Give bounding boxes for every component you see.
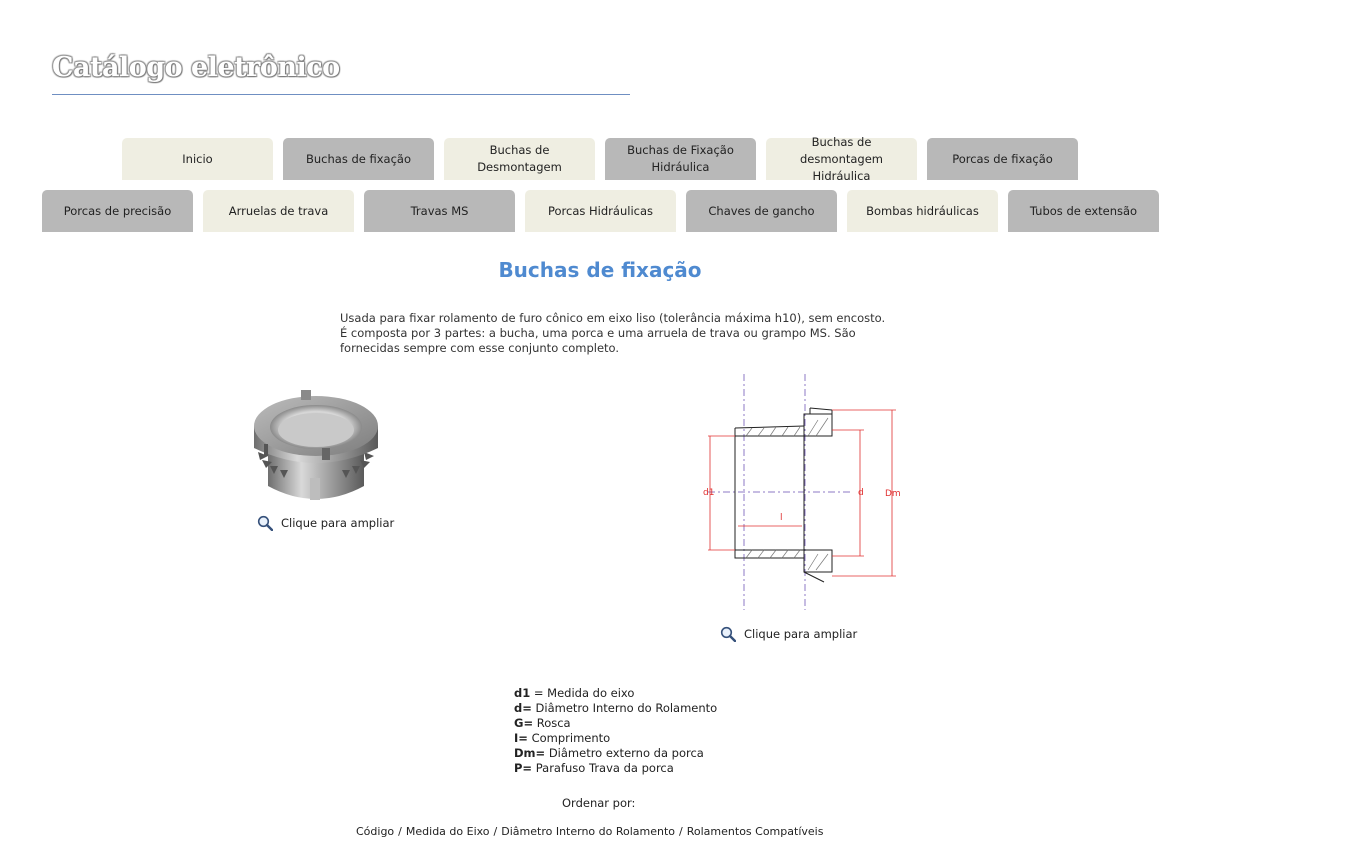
tab-buchas-de-desmontagem[interactable]: Buchas de Desmontagem	[444, 138, 595, 180]
tab-label-line: Tubos de extensão	[1029, 203, 1138, 218]
dim-label-l: l	[780, 513, 783, 523]
intro-line-2: É composta por 3 partes: a bucha, uma po…	[340, 326, 856, 355]
legend-description: Diâmetro Interno do Rolamento	[531, 701, 718, 715]
tab-porcas-hidraulicas[interactable]: Porcas Hidráulicas	[525, 190, 676, 232]
legend-term: d=	[514, 701, 532, 715]
tab-label-line: Chaves de gancho	[708, 203, 815, 218]
legend-row: d= Diâmetro Interno do Rolamento	[514, 701, 717, 716]
tab-label-line: Hidráulica	[651, 160, 710, 174]
sort-separator: /	[493, 825, 498, 838]
tab-label-line: Porcas Hidráulicas	[547, 203, 653, 218]
tab-buchas-de-fixacao[interactable]: Buchas de fixação	[283, 138, 434, 180]
sort-links: Código/Medida do Eixo/Diâmetro Interno d…	[356, 825, 823, 838]
tab-label: Inicio	[182, 151, 212, 168]
tab-porcas-de-precisao[interactable]: Porcas de precisão	[42, 190, 193, 232]
dim-label-d: d	[858, 488, 864, 498]
magnifier-icon	[257, 515, 273, 531]
legend-description: Parafuso Trava da porca	[532, 761, 674, 775]
technical-drawing[interactable]: d1 l d Dm	[700, 370, 905, 619]
tab-label-line: Hidráulica	[812, 168, 871, 183]
tab-inicio[interactable]: Inicio	[122, 138, 273, 180]
site-title: Catálogo eletrônico	[52, 52, 340, 83]
tab-label-line: Buchas de desmontagem	[799, 134, 884, 166]
tab-label-line: Buchas de fixação	[305, 151, 412, 166]
tab-label: Arruelas de trava	[229, 203, 329, 220]
tab-travas-ms[interactable]: Travas MS	[364, 190, 515, 232]
legend-term: Dm=	[514, 746, 546, 760]
photo-zoom-label: Clique para ampliar	[281, 516, 395, 530]
dim-label-dm: Dm	[885, 489, 901, 499]
tab-label: Travas MS	[411, 203, 469, 220]
legend-term: G=	[514, 716, 534, 730]
photo-zoom-link[interactable]: Clique para ampliar	[257, 515, 394, 531]
tab-bombas-hidraulicas[interactable]: Bombas hidráulicas	[847, 190, 998, 232]
legend-description: Rosca	[533, 716, 571, 730]
legend-description: = Medida do eixo	[530, 686, 635, 700]
legend-row: I= Comprimento	[514, 731, 717, 746]
tab-label-line: Buchas de Fixação	[627, 143, 734, 157]
sort-link-diametro-interno-do-rolamento[interactable]: Diâmetro Interno do Rolamento	[501, 825, 676, 838]
tab-label-line: Desmontagem	[477, 160, 562, 174]
tab-porcas-de-fixacao[interactable]: Porcas de fixação	[927, 138, 1078, 180]
dim-label-d1: d1	[703, 488, 714, 498]
legend-description: Diâmetro externo da porca	[545, 746, 704, 760]
sort-separator: /	[679, 825, 683, 838]
tab-label-line: Travas MS	[410, 203, 469, 218]
tab-label-line: Porcas de precisão	[63, 203, 172, 218]
tab-label: Porcas de precisão	[64, 203, 172, 220]
tab-arruelas-de-trava[interactable]: Arruelas de trava	[203, 190, 354, 232]
order-label: Ordenar por:	[562, 796, 636, 810]
legend-row: d1 = Medida do eixo	[514, 686, 717, 701]
drawing-zoom-label: Clique para ampliar	[744, 627, 858, 641]
tab-label: Chaves de gancho	[708, 203, 814, 220]
tab-label-line: Inicio	[182, 151, 213, 166]
legend-term: I=	[514, 731, 528, 745]
legend-term: d1	[514, 686, 531, 700]
intro-text: Usada para fixar rolamento de furo cônic…	[340, 311, 900, 356]
tab-label: Porcas de fixação	[952, 151, 1053, 168]
intro-line-1: Usada para fixar rolamento de furo cônic…	[340, 311, 886, 325]
sort-link-codigo[interactable]: Código	[356, 825, 395, 838]
tab-tubos-de-extensao[interactable]: Tubos de extensão	[1008, 190, 1159, 232]
tab-label-line: Bombas hidráulicas	[866, 203, 979, 218]
page-title: Buchas de fixação	[498, 258, 702, 282]
sort-link-rolamentos-compativeis[interactable]: Rolamentos Compatíveis	[686, 825, 824, 838]
tab-label-line: Porcas de fixação	[952, 151, 1053, 166]
tab-label-line: Buchas de	[489, 143, 550, 157]
tab-label-line: Arruelas de trava	[228, 203, 329, 218]
legend-row: G= Rosca	[514, 716, 717, 731]
legend-term: P=	[514, 761, 533, 775]
sort-link-medida-do-eixo[interactable]: Medida do Eixo	[405, 825, 490, 838]
sort-separator: /	[398, 825, 402, 838]
legend-row: P= Parafuso Trava da porca	[514, 761, 717, 776]
tab-chaves-de-gancho[interactable]: Chaves de gancho	[686, 190, 837, 232]
magnifier-icon	[720, 626, 736, 642]
tab-label: Porcas Hidráulicas	[548, 203, 653, 220]
tab-label: Bombas hidráulicas	[866, 203, 979, 220]
tab-label: Buchas de Desmontagem	[477, 142, 562, 176]
product-photo[interactable]	[246, 386, 386, 510]
legend-description: Comprimento	[527, 731, 611, 745]
tab-label: Buchas de fixação	[306, 151, 411, 168]
title-divider	[52, 94, 630, 95]
legend-row: Dm= Diâmetro externo da porca	[514, 746, 717, 761]
tab-label: Tubos de extensão	[1030, 203, 1137, 220]
drawing-zoom-link[interactable]: Clique para ampliar	[720, 626, 857, 642]
